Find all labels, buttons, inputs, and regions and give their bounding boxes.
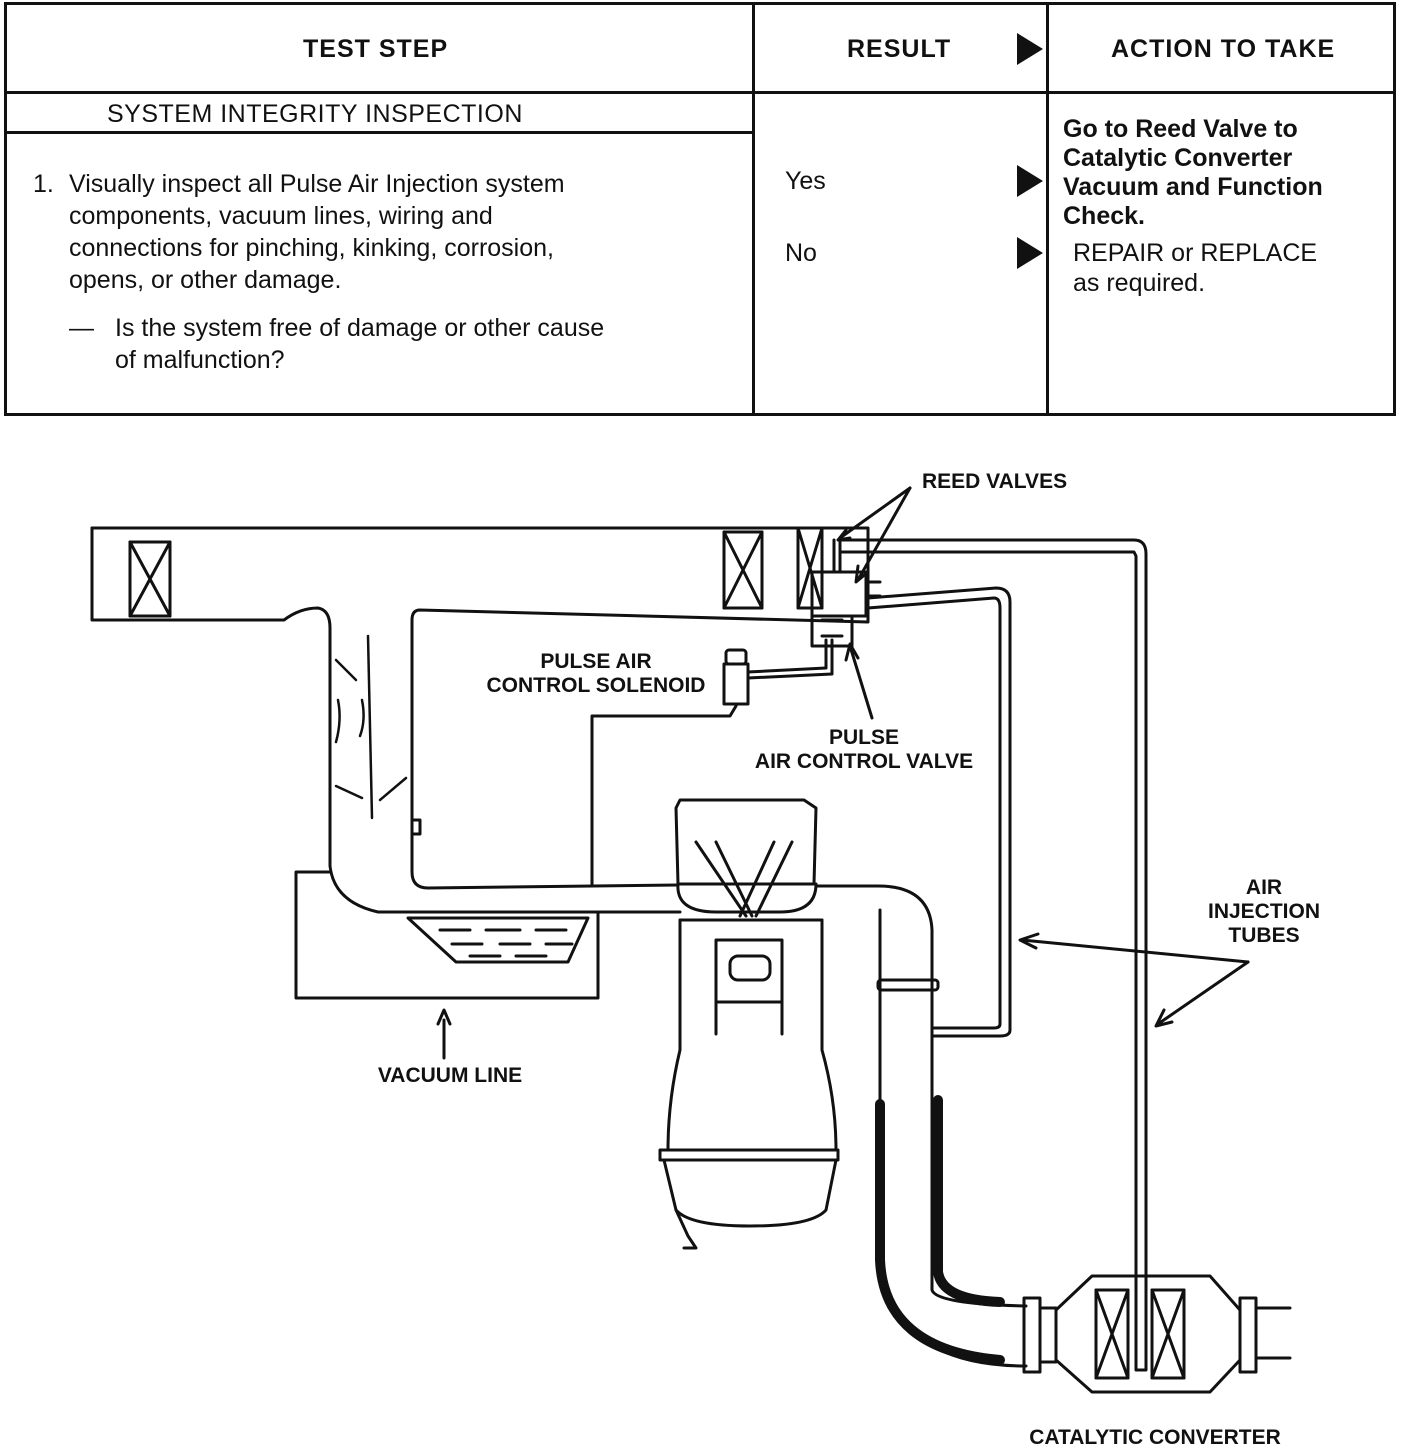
step-line-4: opens, or other damage. <box>69 266 342 294</box>
air-tube-arrow-2 <box>1154 960 1250 1028</box>
step-line-2: components, vacuum lines, wiring and <box>69 202 493 230</box>
air-tube-arrow-1 <box>1018 932 1250 964</box>
label-control-valve-line-2: AIR CONTROL VALVE <box>754 750 974 773</box>
label-air-line-1: AIR <box>1245 876 1283 899</box>
vacuum-line-arrow <box>436 1008 452 1060</box>
air-injection-tubes <box>840 538 1148 1372</box>
intake-vanes <box>334 634 408 820</box>
header-result: RESULT <box>847 35 952 63</box>
control-valve-pointer <box>844 642 874 720</box>
step-line-1: Visually inspect all Pulse Air Injection… <box>69 170 565 198</box>
pulse-air-control-solenoid <box>722 638 834 706</box>
step-number: 1. <box>33 170 54 198</box>
yes-action-line-1: Go to Reed Valve to <box>1063 115 1298 143</box>
no-action-line-1: REPAIR or REPLACE <box>1073 239 1318 267</box>
result-yes: Yes <box>785 167 826 195</box>
step-line-3: connections for pinching, kinking, corro… <box>69 234 554 262</box>
header-action: ACTION TO TAKE <box>1111 35 1336 63</box>
no-arrow-icon <box>1017 237 1043 269</box>
label-air-line-3: TUBES <box>1228 924 1300 947</box>
result-no: No <box>785 239 817 267</box>
exhaust-pipe <box>814 884 1028 1368</box>
pulse-air-system-diagram: REED VALVES PULSE AIR CONTROL SOLENOID P… <box>0 430 1408 1449</box>
label-control-valve: PULSE AIR CONTROL VALVE <box>744 726 984 774</box>
label-air-injection-tubes: AIR INJECTION TUBES <box>1194 876 1334 948</box>
test-step-table: TEST STEP RESULT ACTION TO TAKE SYSTEM I… <box>4 2 1396 416</box>
reed-valve-pointer-2 <box>854 486 912 584</box>
label-air-line-2: INJECTION <box>1207 900 1320 923</box>
question-dash: — <box>69 314 94 342</box>
yes-action-line-4: Check. <box>1063 202 1145 230</box>
pulse-air-control-valve <box>810 538 882 648</box>
no-action-line-2: as required. <box>1073 269 1206 297</box>
label-control-valve-line-1: PULSE <box>828 726 899 749</box>
yes-action-line-2: Catalytic Converter <box>1063 144 1293 172</box>
yes-arrow-icon <box>1017 165 1043 197</box>
label-solenoid: PULSE AIR CONTROL SOLENOID <box>476 650 716 698</box>
label-vacuum-line: VACUUM LINE <box>377 1064 523 1087</box>
air-cleaner-housing <box>90 526 870 914</box>
vacuum-line-tube <box>588 706 736 885</box>
question-line-2: of malfunction? <box>115 346 285 374</box>
reed-valve-pointer-1 <box>836 486 912 542</box>
label-solenoid-line-1: PULSE AIR <box>540 650 652 673</box>
engine-block <box>658 798 840 1250</box>
vacuum-chamber <box>294 870 600 1000</box>
label-catalytic-converter: CATALYTIC CONVERTER <box>1029 1426 1281 1449</box>
label-solenoid-line-2: CONTROL SOLENOID <box>486 674 706 697</box>
header-arrow-icon <box>1017 33 1043 65</box>
header-divider <box>7 91 1393 94</box>
catalytic-converter <box>1022 1274 1292 1394</box>
column-divider-result <box>752 5 755 413</box>
label-reed-valves: REED VALVES <box>922 470 1068 493</box>
section-title: SYSTEM INTEGRITY INSPECTION <box>107 100 523 128</box>
section-divider <box>7 131 752 134</box>
header-test-step: TEST STEP <box>303 35 449 63</box>
yes-action-line-3: Vacuum and Function <box>1063 173 1323 201</box>
question-line-1: Is the system free of damage or other ca… <box>115 314 605 342</box>
column-divider-action <box>1046 5 1049 413</box>
